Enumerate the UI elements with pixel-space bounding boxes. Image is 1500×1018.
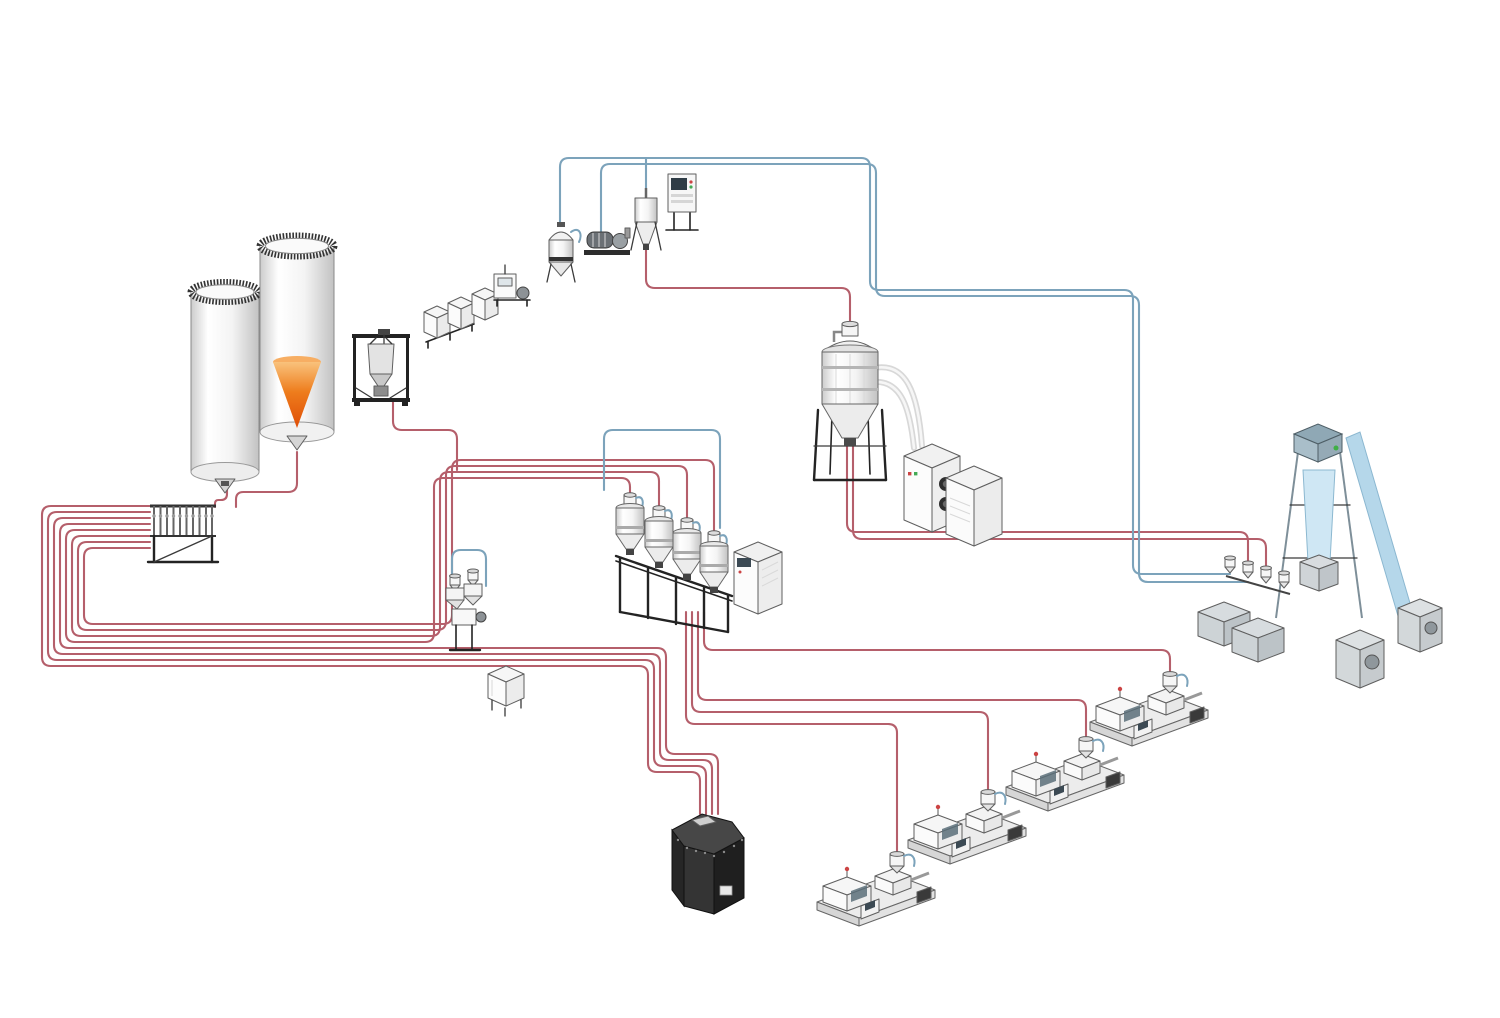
- film-roll-icon: [1364, 654, 1380, 670]
- material-pipe-trunk-octabin-4: [58, 522, 720, 816]
- vacuum-pipe-dosing-vacuum-loop: [450, 548, 488, 592]
- screen-icon: [737, 558, 751, 567]
- auxiliary-machine-cluster: [493, 264, 531, 307]
- octabin-label: [719, 885, 733, 896]
- material-pipe-trunk-dryer-3: [76, 464, 689, 632]
- vacuum-pipes-layer: [450, 156, 1250, 592]
- gravimetric-dosing-unit: [445, 568, 487, 652]
- screen-icon: [671, 178, 687, 190]
- big-bag-unloading-station: [352, 329, 410, 406]
- material-pipe-trunk-octabin-2: [46, 510, 708, 816]
- vacuum-pump: [584, 227, 631, 255]
- material-pipe-crystallizer-to-film-2: [851, 444, 1268, 572]
- material-pipe-dryer-to-imm-4: [702, 610, 1172, 675]
- film-blowing-line: [1197, 423, 1443, 689]
- storage-silo-1: [187, 279, 263, 494]
- vacuum-pipe-dry-air-loop: [602, 428, 722, 530]
- big-bag: [367, 343, 395, 375]
- material-pipe-trunk-octabin-3: [52, 516, 714, 816]
- vacuum-pipe-vacuum-main-2: [599, 162, 1250, 584]
- material-pipe-dryer-to-imm-2: [690, 610, 990, 793]
- coupling-station-manifold: [146, 504, 220, 564]
- octabin-lid-fitting: [691, 815, 717, 827]
- drying-station: [614, 491, 783, 634]
- vacuum-receiver: [546, 222, 582, 283]
- film-roll-icon: [1424, 621, 1438, 635]
- material-pipe-dryer-to-imm-3: [696, 610, 1088, 740]
- material-pipe-crystallizer-to-film-1: [845, 444, 1250, 564]
- winder-1: [1335, 629, 1385, 689]
- mixer-motor-icon: [475, 611, 487, 623]
- rivets: [676, 838, 744, 858]
- auxiliary-box-machine: [487, 665, 525, 717]
- material-pipe-trunk-dryer-2: [70, 470, 661, 638]
- crystallizer-hopper: [812, 320, 925, 482]
- material-pipe-bigbag-feed: [391, 398, 459, 472]
- material-pipe-silo1-to-manifold: [213, 484, 229, 509]
- orange-material-cone-icon: [273, 362, 321, 428]
- pump-motor-icon: [586, 231, 614, 249]
- material-pipe-cyclone-to-crystallizer: [644, 248, 852, 328]
- storage-silo-2: [256, 232, 338, 451]
- motor-icon: [516, 286, 530, 300]
- film-bubble: [1302, 469, 1336, 563]
- vacuum-pipe-vacuum-main-1: [558, 156, 1232, 576]
- material-pipe-silo2-to-manifold: [234, 450, 299, 509]
- winder-2: [1397, 598, 1443, 653]
- drying-station-dryer-cabinet: [733, 541, 783, 615]
- cyclone-filter: [630, 188, 662, 251]
- control-cabinet: [665, 173, 699, 231]
- material-pipe-dryer-to-imm-1: [684, 610, 899, 855]
- material-pipe-trunk-dryer-4: [82, 458, 716, 626]
- material-conveying-pipes-layer: [40, 248, 1268, 855]
- octabin-tilt-station: [423, 287, 499, 349]
- extruder-motors: [1197, 601, 1285, 663]
- collection-octabin: [671, 813, 745, 915]
- indicator-light: [1333, 445, 1339, 451]
- desiccant-dryer-unit: [903, 443, 1003, 547]
- material-pipe-trunk-dryer-1: [64, 476, 632, 644]
- material-pipe-trunk-octabin-1: [40, 504, 702, 816]
